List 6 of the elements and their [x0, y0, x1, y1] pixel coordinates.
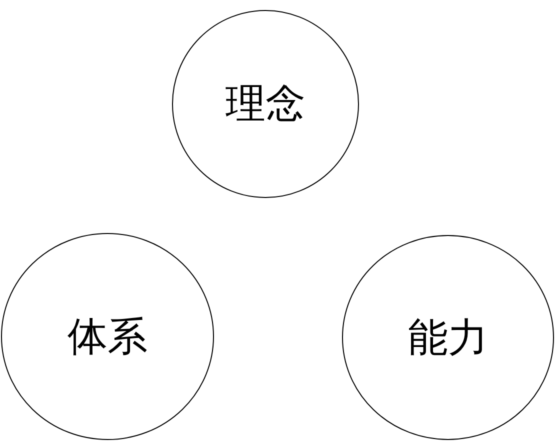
circle-node: [1, 233, 214, 440]
node-label: 理念: [226, 82, 306, 126]
circle-node: [342, 235, 554, 440]
circle-node: [172, 10, 359, 198]
node-label: 体系: [68, 314, 148, 358]
node-label: 能力: [408, 316, 488, 360]
